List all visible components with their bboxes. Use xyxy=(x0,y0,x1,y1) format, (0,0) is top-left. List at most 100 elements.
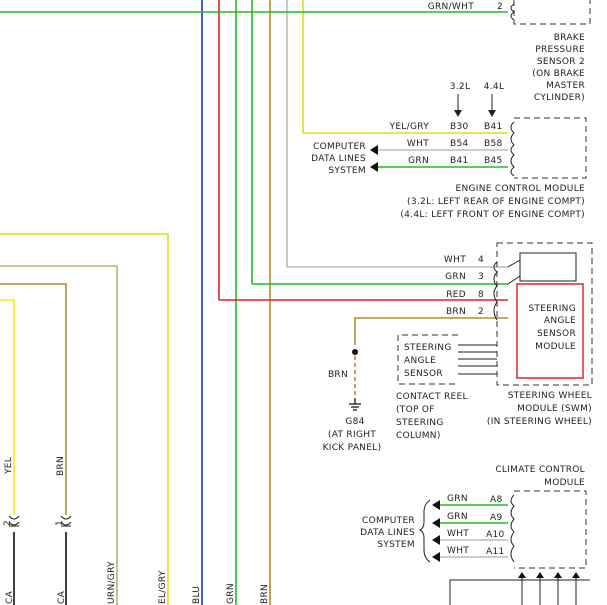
angle-sensor-2: ANGLE xyxy=(404,356,436,366)
angle-sensor-1: STEERING xyxy=(404,343,452,353)
ground-icon xyxy=(349,398,361,411)
wire-brn-left xyxy=(0,283,67,515)
bottom-label-7: BRN xyxy=(260,584,270,604)
ecm-pin32-2: B54 xyxy=(450,139,469,149)
ground-wire-label: BRN xyxy=(328,370,348,380)
swm-label-2: MODULE (SWM) xyxy=(517,404,592,414)
swm-label-1: STEERING WHEEL xyxy=(508,391,592,401)
wire-yel-left xyxy=(0,299,15,515)
climate-dataline-1: COMPUTER xyxy=(362,516,415,526)
ecm-variant-32: 3.2L xyxy=(450,82,471,92)
climate-wire-2: GRN xyxy=(447,512,468,522)
brake-pin: 2 xyxy=(497,2,503,12)
swm-wire-2: GRN xyxy=(445,272,466,282)
ecm-label-1: ENGINE CONTROL MODULE xyxy=(455,184,585,194)
brake-label-1: BRAKE xyxy=(554,33,585,43)
steering-angle-module-highlight xyxy=(516,283,584,379)
brake-wire-label: GRN/WHT xyxy=(428,2,474,12)
bottom-label-1: CA xyxy=(5,590,15,604)
climate-pin-1: A8 xyxy=(490,495,502,505)
swm-wire-1: WHT xyxy=(444,255,466,265)
climate-wire-1: GRN xyxy=(447,494,468,504)
left-pin-1: 1 xyxy=(55,520,65,526)
angle-module-4: MODULE xyxy=(535,342,576,352)
bottom-label-4: EL/GRY xyxy=(158,570,168,604)
swm-pin-1: 4 xyxy=(478,255,484,265)
ecm-dataline-1: COMPUTER xyxy=(313,142,366,152)
ecm-pin32-3: B41 xyxy=(450,156,469,166)
ecm-pin32-1: B30 xyxy=(450,122,469,132)
ecm-pin44-1: B41 xyxy=(484,122,503,132)
brake-label-6: CYLINDER) xyxy=(534,93,585,103)
swm-label-3: (IN STEERING WHEEL) xyxy=(487,417,592,427)
bottom-label-2: CA xyxy=(57,590,67,604)
brake-label-3: SENSOR 2 xyxy=(537,57,585,67)
swm-wire-3: RED xyxy=(446,290,466,300)
wire-yelgry-left xyxy=(0,233,169,605)
angle-module-1: STEERING xyxy=(528,304,576,314)
contact-reel-2: (TOP OF xyxy=(396,405,435,415)
ecm-label-2: (3.2L: LEFT REAR OF ENGINE COMPT) xyxy=(407,197,585,207)
brake-label-2: PRESSURE xyxy=(535,45,585,55)
ecm-connector xyxy=(510,121,515,177)
brake-connector xyxy=(510,3,515,21)
angle-module-2: ANGLE xyxy=(544,316,576,326)
bottom-label-3: URN/GRY xyxy=(107,561,117,604)
ground-location-2: KICK PANEL) xyxy=(323,443,382,453)
swm-inner-box xyxy=(519,252,577,282)
ecm-label-3: (4.4L: LEFT FRONT OF ENGINE COMPT) xyxy=(400,210,585,220)
climate-wire-3: WHT xyxy=(447,529,469,539)
climate-dataline-3: SYSTEM xyxy=(377,540,415,550)
left-pin-2: 2 xyxy=(3,520,13,526)
swm-pin-3: 8 xyxy=(478,290,484,300)
ecm-pin44-2: B58 xyxy=(484,139,503,149)
arrow-44-head-icon xyxy=(488,110,496,117)
bottom-label-6: GRN xyxy=(226,583,236,604)
harness-arrow-4-icon xyxy=(572,572,580,578)
arrow-32-head-icon xyxy=(454,110,462,117)
climate-arrow-2-icon xyxy=(432,518,440,528)
swm-pin-2: 3 xyxy=(478,272,484,282)
contact-reel-1: CONTACT REEL xyxy=(396,392,468,402)
ecm-dataline-arrow-2-icon xyxy=(370,162,378,172)
climate-pin-2: A9 xyxy=(490,513,502,523)
climate-pin-4: A11 xyxy=(486,547,505,557)
climate-arrow-3-icon xyxy=(432,535,440,545)
contact-reel-4: COLUMN) xyxy=(396,431,441,441)
angle-sensor-3: SENSOR xyxy=(404,369,443,379)
climate-pin-3: A10 xyxy=(486,530,505,540)
swm-connector xyxy=(493,261,498,321)
climate-arrow-1-icon xyxy=(432,500,440,510)
wire-brngry-left xyxy=(0,265,118,605)
left-yel-label: YEL xyxy=(4,457,14,475)
ecm-box xyxy=(514,117,587,179)
harness-arrow-1-icon xyxy=(518,572,526,578)
swm-wire-4: BRN xyxy=(446,307,466,317)
climate-connector xyxy=(510,494,515,563)
angle-module-3: SENSOR xyxy=(537,329,576,339)
swm-box xyxy=(496,242,593,386)
brake-label-5: MASTER xyxy=(546,81,585,91)
ecm-wire-3: GRN xyxy=(408,156,429,166)
swm-pin-4: 2 xyxy=(478,307,484,317)
ecm-dataline-3: SYSTEM xyxy=(328,166,366,176)
swm-inner-links xyxy=(507,259,521,285)
harness-arrow-3-icon xyxy=(554,572,562,578)
ground-splice-icon xyxy=(352,349,358,355)
climate-label-2: MODULE xyxy=(544,478,585,488)
ecm-dataline-2: DATA LINES xyxy=(311,154,366,164)
bottom-label-5: BLU xyxy=(192,586,202,604)
ecm-wire-1: YEL/GRY xyxy=(389,122,430,132)
ecm-dataline-arrow-1-icon xyxy=(370,145,378,155)
wire-brn-swm xyxy=(354,317,508,345)
climate-brace xyxy=(418,499,431,563)
contact-reel-3: STEERING xyxy=(396,418,444,428)
harness-drops xyxy=(521,576,577,605)
left-brn-label: BRN xyxy=(56,456,66,476)
connector-left-2-icon xyxy=(60,515,72,527)
ecm-pin44-3: B45 xyxy=(484,156,503,166)
climate-label-1: CLIMATE CONTROL xyxy=(495,465,585,475)
climate-box xyxy=(514,490,587,569)
harness-arrow-2-icon xyxy=(536,572,544,578)
angle-sensor-leads xyxy=(458,344,497,375)
